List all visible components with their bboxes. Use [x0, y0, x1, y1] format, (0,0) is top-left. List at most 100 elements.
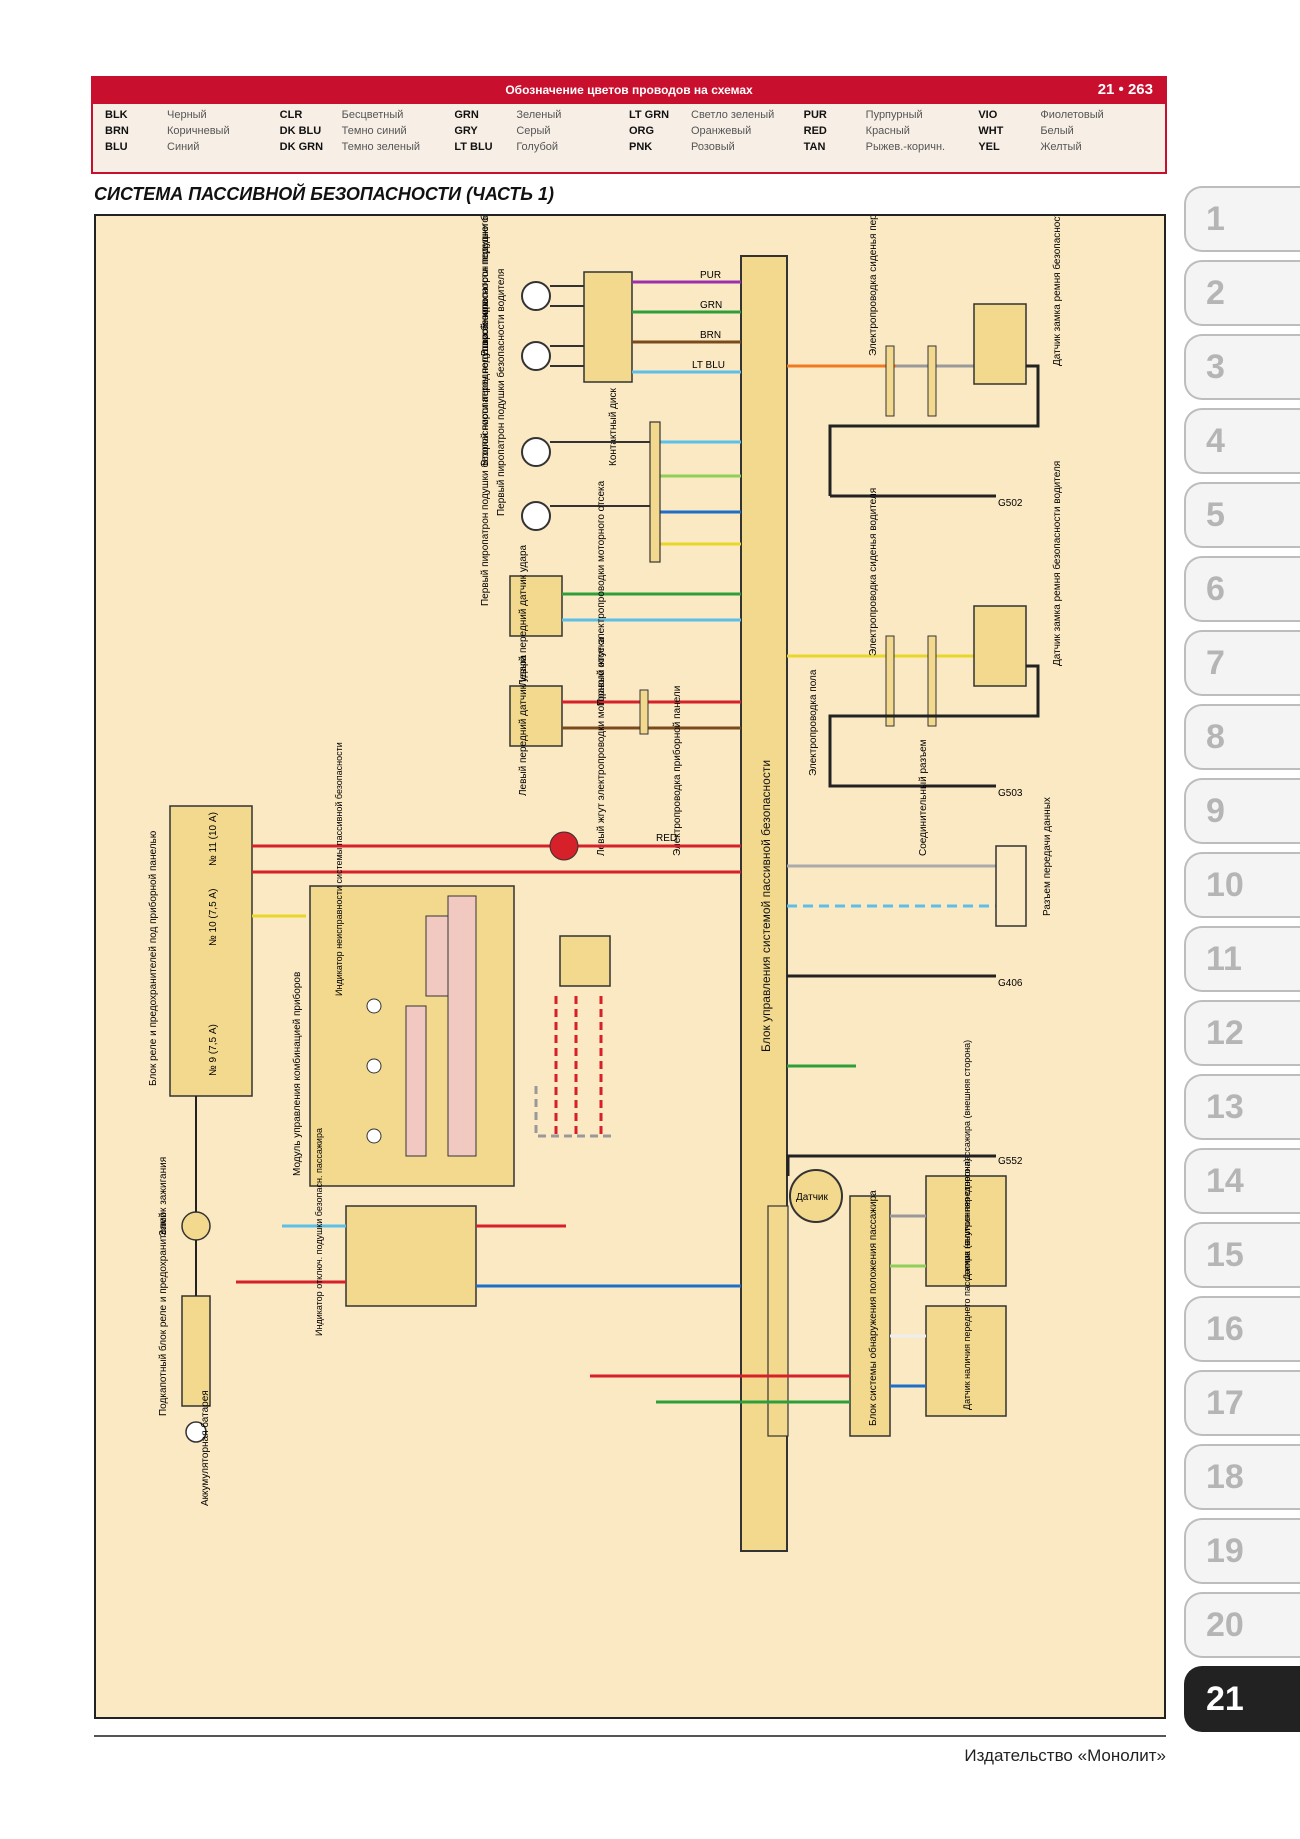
chapter-tab-17[interactable]: 17	[1184, 1370, 1300, 1436]
chapter-tab-1[interactable]: 1	[1184, 186, 1300, 252]
legend-color-name: Темно синий	[341, 125, 407, 137]
legend-color-name: Зеленый	[516, 109, 562, 121]
chapter-tab-15[interactable]: 15	[1184, 1222, 1300, 1288]
wiring-diagram: Блок управления системой пассивной безоп…	[94, 214, 1166, 1719]
label-pass-airbag-1: Первый пиропатрон подушки безопасности п…	[479, 301, 491, 606]
legend-code: DK BLU	[279, 125, 322, 137]
legend-color-name: Серый	[516, 125, 551, 137]
chapter-tab-label: 18	[1206, 1458, 1244, 1496]
legend-entry: BLK Черный	[105, 108, 280, 123]
legend-entry: DK BLU Темно синий	[280, 124, 455, 139]
driver-airbag-2-squib	[521, 281, 551, 311]
chapter-tab-label: 3	[1206, 348, 1225, 386]
label-battery: Аккумуляторная батарея	[199, 1390, 211, 1506]
section-title: СИСТЕМА ПАССИВНОЙ БЕЗОПАСНОСТИ (ЧАСТЬ 1)	[94, 184, 555, 204]
legend-color-name: Желтый	[1040, 141, 1082, 153]
label-ltblu: LT BLU	[692, 360, 725, 371]
label-clock-spring: Контактный диск	[608, 387, 619, 466]
label-right-harness: Правый жгут электропроводки моторного от…	[596, 480, 607, 706]
label-driver-seat-wiring: Электропроводка сиденья водителя	[868, 488, 879, 656]
chapter-tab-20[interactable]: 20	[1184, 1592, 1300, 1658]
chapter-tab-2[interactable]: 2	[1184, 260, 1300, 326]
side-off-indicator-lamp	[366, 1128, 382, 1144]
legend-code: TAN	[803, 141, 826, 153]
legend-code: BLU	[105, 141, 128, 153]
presence-sensor-outer	[925, 1175, 1007, 1287]
chapter-tab-14[interactable]: 14	[1184, 1148, 1300, 1214]
legend-code: BLK	[105, 109, 128, 121]
chapter-tab-9[interactable]: 9	[1184, 778, 1300, 844]
legend-title: Обозначение цветов проводов на схемах	[505, 83, 753, 97]
data-link-connector	[995, 845, 1027, 927]
label-pass-seat-wiring: Электропроводка сиденья переднего пассаж…	[868, 216, 879, 356]
legend-entry: PUR Пурпурный	[804, 108, 979, 123]
legend-entry: GRN Зеленый	[454, 108, 629, 123]
legend-code: ORG	[629, 125, 655, 137]
chapter-tab-label: 14	[1206, 1162, 1244, 1200]
chapter-tab-21[interactable]: 21	[1184, 1666, 1300, 1732]
legend-code: VIO	[978, 109, 998, 121]
chapter-tab-label: 15	[1206, 1236, 1244, 1274]
legend-color-name: Красный	[865, 125, 910, 137]
chapter-tab-label: 17	[1206, 1384, 1244, 1422]
chapter-tab-label: 12	[1206, 1014, 1244, 1052]
chapter-tab-7[interactable]: 7	[1184, 630, 1300, 696]
junction-marker	[549, 831, 579, 861]
pass-airbag-2-squib	[521, 437, 551, 467]
driver-airbag-1-squib	[521, 341, 551, 371]
label-left-sensor-2: Левый передний датчик удара	[518, 654, 529, 796]
label-driver-airbag-2: Второй пиропатрон подушки безопасности в…	[479, 216, 491, 356]
chapter-tab-label: 20	[1206, 1606, 1244, 1644]
chapter-tab-8[interactable]: 8	[1184, 704, 1300, 770]
label-airbag-off: Индикатор отключ. подушки безопасн. пасс…	[314, 1128, 324, 1336]
label-cluster-module: Модуль управления комбинацией приборов	[291, 972, 303, 1176]
chapter-tab-5[interactable]: 5	[1184, 482, 1300, 548]
chapter-tab-12[interactable]: 12	[1184, 1000, 1300, 1066]
chapter-tab-6[interactable]: 6	[1184, 556, 1300, 622]
srs-indicator-lamp	[366, 998, 382, 1014]
legend-color-name: Темно зеленый	[341, 141, 421, 153]
label-fuse-10: № 10 (7,5 А)	[208, 889, 219, 946]
legend-code: YEL	[978, 141, 1000, 153]
legend-color-name: Светло зеленый	[691, 109, 775, 121]
legend-color-name: Черный	[167, 109, 207, 121]
label-occupant-unit: Блок системы обнаружения положения пасса…	[867, 1190, 879, 1426]
label-data-link: Разъем передачи данных	[1042, 797, 1053, 916]
legend-color-name: Пурпурный	[865, 109, 923, 121]
page-number: 21 • 263	[1097, 81, 1153, 98]
chapter-tab-3[interactable]: 3	[1184, 334, 1300, 400]
legend-code: CLR	[279, 109, 303, 121]
chapter-tab-11[interactable]: 11	[1184, 926, 1300, 992]
legend-code: GRN	[454, 109, 479, 121]
label-connector: Соединительный разъем	[918, 739, 929, 856]
legend-code: BRN	[105, 125, 129, 137]
legend-header: Обозначение цветов проводов на схемах 21…	[93, 78, 1165, 104]
label-presence-outer: Датчик наличия переднего пассажира (внеш…	[962, 1040, 972, 1280]
chapter-tab-16[interactable]: 16	[1184, 1296, 1300, 1362]
chapter-tab-4[interactable]: 4	[1184, 408, 1300, 474]
chapter-tab-label: 6	[1206, 570, 1225, 608]
legend-color-name: Белый	[1040, 125, 1074, 137]
label-srs-indicator: Индикатор неисправности системы пассивно…	[334, 742, 344, 996]
chapter-tab-label: 5	[1206, 496, 1225, 534]
legend-code: LT BLU	[454, 141, 493, 153]
chapter-tab-18[interactable]: 18	[1184, 1444, 1300, 1510]
label-pass-airbag-2: Второй пиропатрон подушки безопасности п…	[479, 216, 491, 466]
legend-code: PUR	[803, 109, 827, 121]
chapter-tab-10[interactable]: 10	[1184, 852, 1300, 918]
publisher: Издательство «Монолит»	[964, 1746, 1166, 1765]
chapter-tab-19[interactable]: 19	[1184, 1518, 1300, 1584]
chapter-tab-13[interactable]: 13	[1184, 1074, 1300, 1140]
chapter-tab-label: 4	[1206, 422, 1225, 460]
ground-g406: G406	[998, 978, 1023, 989]
legend-code: PNK	[629, 141, 653, 153]
